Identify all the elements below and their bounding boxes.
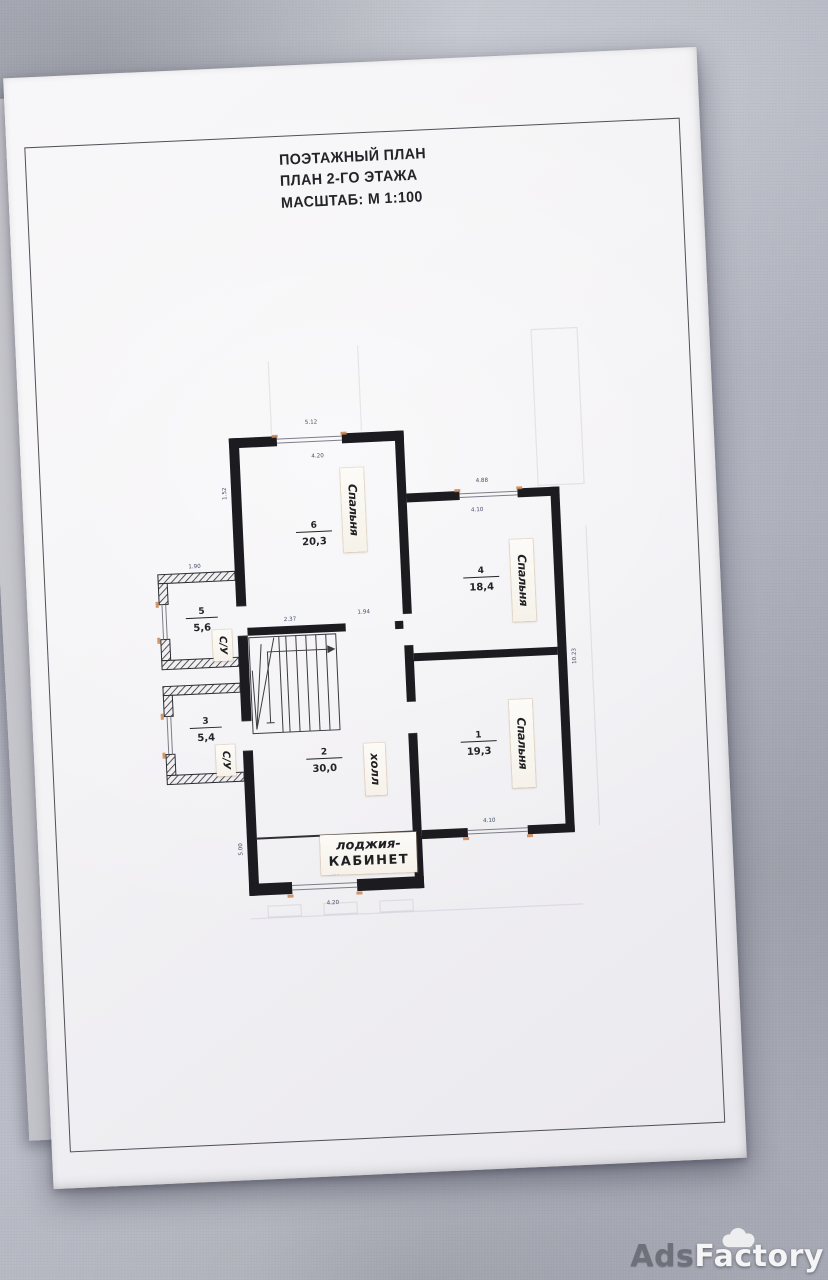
room-2-area: 30,0: [312, 763, 337, 775]
floor-plan-drawing: 5.12 4.20 1.52 1.90 4.88 4.10 2.37 1.94 …: [155, 326, 601, 920]
pen-marks: [155, 431, 534, 898]
staircase: [248, 633, 341, 735]
title-block: ПОЭТАЖНЫЙ ПЛАН ПЛАН 2-ГО ЭТАЖА МАСШТАБ: …: [279, 143, 429, 213]
room-1-name-label: Спальня: [508, 698, 536, 788]
room-3-name-label: С/У: [215, 744, 237, 777]
room-6-label: 6 20,3: [296, 521, 333, 548]
dim-hall-right: 1.94: [357, 609, 370, 616]
room-5-number: 5: [198, 607, 205, 617]
room-4-name-label: Спальня: [509, 538, 537, 622]
room-4-area: 18,4: [469, 582, 494, 594]
dim-room6-left: 1.52: [222, 487, 229, 500]
room-6-area: 20,3: [302, 536, 327, 548]
dim-top-outer: 5.12: [305, 419, 318, 426]
room-1-number: 1: [475, 730, 482, 740]
bleed-through-lines: [250, 326, 601, 920]
dim-room4-top-inner: 4.10: [471, 507, 484, 514]
room-5-area: 5,6: [193, 622, 211, 634]
loggia-cabinet-label: лоджия- КАБИНЕТ: [320, 831, 418, 876]
dim-bottom-outer: 4.20: [327, 900, 340, 907]
floor-plan-sheet: ПОЭТАЖНЫЙ ПЛАН ПЛАН 2-ГО ЭТАЖА МАСШТАБ: …: [3, 46, 747, 1190]
watermark-ads: Ads: [630, 1239, 695, 1274]
walls: [228, 430, 575, 896]
dim-room1-bottom: 4.10: [483, 818, 496, 825]
room-3-area: 5,4: [197, 732, 215, 744]
room-3-number: 3: [202, 717, 209, 727]
room-4-label: 4 18,4: [463, 566, 500, 594]
room-5-label: 5 5,6: [185, 607, 218, 634]
room-6-number: 6: [310, 521, 317, 531]
cloud-icon: [722, 1227, 755, 1248]
watermark: AdsFactory: [630, 1227, 824, 1274]
room-2-label: 2 30,0: [306, 747, 343, 775]
dim-top-inner: 4.20: [311, 453, 324, 460]
door-openings: [236, 605, 418, 752]
dim-room5-top: 1.90: [188, 564, 201, 571]
room-1-label: 1 19,3: [460, 730, 497, 758]
room-6-name-label: Спальня: [340, 467, 367, 553]
room-4-number: 4: [478, 566, 485, 576]
dim-left-bottom: 5.00: [238, 843, 245, 856]
dim-room4-top-outer: 4.88: [476, 478, 489, 485]
windows: [161, 435, 528, 891]
room-5-name-label: С/У: [212, 629, 233, 662]
watermark-factory: Factory: [694, 1239, 824, 1274]
dim-hall-left: 2.37: [284, 617, 297, 624]
room-3-label: 3 5,4: [189, 717, 222, 744]
room-2-name-label: холл: [363, 742, 388, 796]
room-1-area: 19,3: [467, 746, 492, 758]
loggia-label-line2: КАБИНЕТ: [328, 852, 410, 870]
room-2-number: 2: [321, 747, 328, 757]
dim-right-side: 10.23: [572, 647, 579, 664]
